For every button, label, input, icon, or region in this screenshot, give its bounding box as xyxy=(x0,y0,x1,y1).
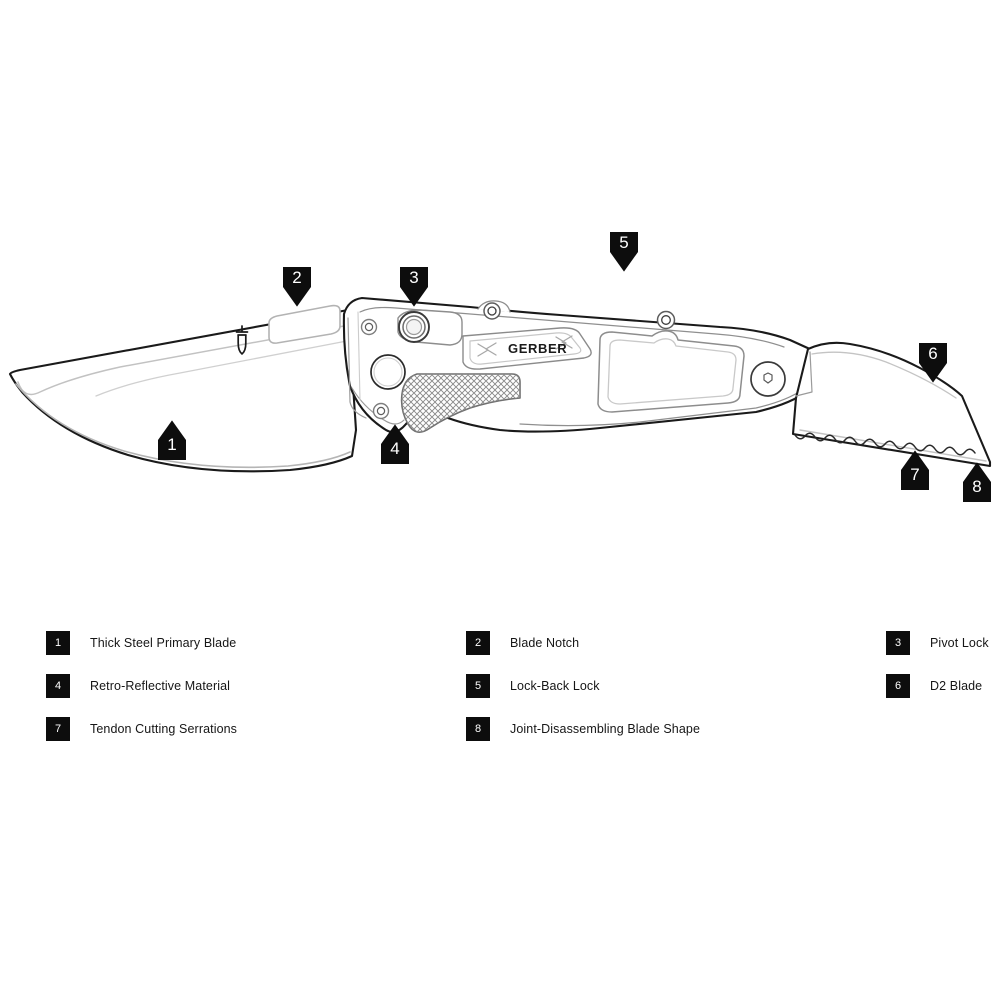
callout-marker-1[interactable]: 1 xyxy=(158,420,186,460)
callout-marker-3[interactable]: 3 xyxy=(400,267,428,307)
gerber-badge: GERBER xyxy=(462,327,592,370)
callout-shape-2 xyxy=(283,267,311,307)
callout-shape-1 xyxy=(158,420,186,460)
legend-badge-2: 2 xyxy=(466,631,490,655)
legend-item-5: 5 Lock-Back Lock xyxy=(466,671,600,701)
blade-notch xyxy=(268,304,341,344)
callout-shape-4 xyxy=(381,424,409,464)
callout-shape-8 xyxy=(963,462,991,502)
callout-shape-5 xyxy=(610,232,638,272)
legend: 1 Thick Steel Primary Blade 4 Retro-Reflect… xyxy=(0,614,1000,764)
callout-marker-5[interactable]: 5 xyxy=(610,232,638,272)
lock-back-window xyxy=(597,310,745,413)
pivot-lock xyxy=(397,309,463,346)
legend-label-3: Pivot Lock xyxy=(930,636,989,650)
legend-badge-6: 6 xyxy=(886,674,910,698)
callout-marker-8[interactable]: 8 xyxy=(963,462,991,502)
gerber-wordmark: GERBER xyxy=(508,341,567,356)
legend-badge-5: 5 xyxy=(466,674,490,698)
callout-marker-7[interactable]: 7 xyxy=(901,450,929,490)
legend-badge-1: 1 xyxy=(46,631,70,655)
callout-shape-7 xyxy=(901,450,929,490)
callout-number-1: 1 xyxy=(167,435,176,454)
callout-number-6: 6 xyxy=(928,344,937,363)
callout-shape-6 xyxy=(919,343,947,383)
spine-lug-screw xyxy=(477,300,511,320)
pivot-bearing xyxy=(370,354,406,390)
legend-item-2: 2 Blade Notch xyxy=(466,628,579,658)
callout-number-3: 3 xyxy=(409,268,418,287)
callout-markers: 1 2 3 4 5 6 7 8 xyxy=(158,232,991,502)
legend-label-6: D2 Blade xyxy=(930,679,983,693)
legend-item-8: 8 Joint-Disassembling Blade Shape xyxy=(466,714,700,744)
legend-label-5: Lock-Back Lock xyxy=(510,679,600,693)
callout-number-8: 8 xyxy=(972,477,981,496)
primary-blade xyxy=(8,308,358,473)
legend-badge-8: 8 xyxy=(466,717,490,741)
callout-marker-6[interactable]: 6 xyxy=(919,343,947,383)
legend-item-3: 3 Pivot Lock xyxy=(886,628,989,658)
callout-marker-2[interactable]: 2 xyxy=(283,267,311,307)
handle-screw-front xyxy=(360,318,378,336)
knife-illustration: GERBER xyxy=(8,232,992,502)
legend-item-7: 7 Tendon Cutting Serrations xyxy=(46,714,237,744)
legend-label-2: Blade Notch xyxy=(510,636,580,650)
callout-number-7: 7 xyxy=(910,465,919,484)
handle-screw-lower-front xyxy=(372,402,390,420)
gerber-dagger-emblem xyxy=(235,325,249,355)
legend-item-1: 1 Thick Steel Primary Blade xyxy=(46,628,236,658)
legend-label-7: Tendon Cutting Serrations xyxy=(90,722,238,736)
callout-shape-3 xyxy=(400,267,428,307)
legend-badge-4: 4 xyxy=(46,674,70,698)
callout-number-4: 4 xyxy=(390,439,399,458)
callout-marker-4[interactable]: 4 xyxy=(381,424,409,464)
callout-number-5: 5 xyxy=(619,233,628,252)
tendon-cutting-serrations xyxy=(794,432,976,456)
legend-label-4: Retro-Reflective Material xyxy=(90,679,231,693)
callout-number-2: 2 xyxy=(292,268,301,287)
legend-label-1: Thick Steel Primary Blade xyxy=(90,636,237,650)
secondary-d2-blade xyxy=(791,341,992,468)
legend-label-8: Joint-Disassembling Blade Shape xyxy=(510,722,701,736)
legend-item-6: 6 D2 Blade xyxy=(886,671,982,701)
lanyard-torx-port xyxy=(750,361,786,397)
legend-badge-3: 3 xyxy=(886,631,910,655)
legend-badge-7: 7 xyxy=(46,717,70,741)
lock-back-screw xyxy=(656,310,676,330)
legend-item-4: 4 Retro-Reflective Material xyxy=(46,671,230,701)
